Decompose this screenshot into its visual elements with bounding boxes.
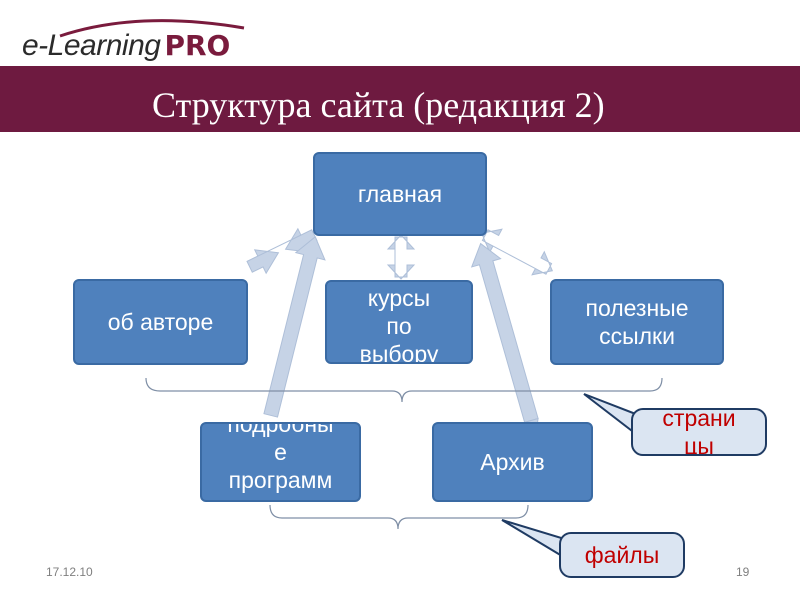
- callout-files-label: файлы: [584, 542, 660, 568]
- node-main-label: главная: [357, 181, 443, 207]
- callout-pages-line-1: страни: [662, 408, 736, 431]
- node-useful-links: полезные ссылки: [550, 279, 724, 365]
- logo-swoosh-icon: [59, 19, 245, 38]
- node-about-author: об авторе: [73, 279, 248, 365]
- node-main: главная: [313, 152, 487, 236]
- files-bracket: [269, 504, 529, 530]
- node-archive: Архив: [432, 422, 593, 502]
- node-courses-line-3: выбору: [359, 341, 439, 364]
- node-elective-courses: курсы по выбору: [325, 280, 473, 364]
- node-details-line-1: подробны: [227, 422, 334, 437]
- slide-title: Структура сайта (редакция 2): [152, 85, 605, 125]
- node-useful-links-label: полезные ссылки: [585, 295, 689, 349]
- footer-page-number: 19: [736, 565, 750, 579]
- title-bar: [0, 66, 800, 132]
- node-details-line-4: ы: [227, 494, 333, 500]
- node-details-line-3: программ: [228, 467, 333, 493]
- callout-pages: страни цы: [631, 408, 767, 456]
- callout-files: файлы: [559, 532, 685, 578]
- pages-bracket: [145, 377, 663, 403]
- node-archive-label: Архив: [480, 449, 545, 475]
- node-program-details: подробны е программ ы: [200, 422, 361, 502]
- node-details-line-2: е: [274, 439, 287, 465]
- node-courses-line-2: по: [386, 313, 412, 339]
- node-about-author-label: об авторе: [107, 309, 214, 335]
- arrow-main-links: [480, 228, 554, 276]
- callout-pages-line-2: цы: [684, 433, 714, 456]
- logo-pro-text: PRO: [164, 29, 231, 62]
- node-courses-line-1: курсы: [367, 285, 431, 311]
- logo-main-text: e-Learning: [22, 29, 161, 62]
- arrow-main-courses: [386, 234, 416, 280]
- footer-date: 17.12.10: [46, 565, 93, 579]
